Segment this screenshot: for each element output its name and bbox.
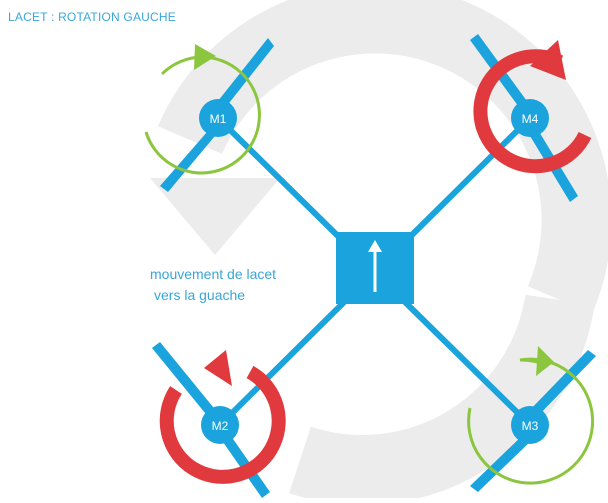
caption-line-2: vers la guache xyxy=(154,287,246,303)
caption-line-1: mouvement de lacet xyxy=(150,266,277,282)
diagram-title: LACET : ROTATION GAUCHE xyxy=(8,10,176,24)
rotation-arrow-m3 xyxy=(467,357,595,485)
up-arrow-icon xyxy=(368,240,382,292)
motor-m1: M1 xyxy=(144,38,274,192)
movement-caption: mouvement de lacet vers la guache xyxy=(150,264,340,306)
rotation-arrow-m4 xyxy=(473,49,592,174)
rotation-arrow-m2 xyxy=(159,365,286,484)
motor-label-m3: M3 xyxy=(522,419,539,433)
center-body xyxy=(336,232,414,304)
motor-m3: M3 xyxy=(467,346,596,492)
motor-label-m1: M1 xyxy=(210,112,227,126)
motor-m2: M2 xyxy=(152,342,286,498)
motor-label-m2: M2 xyxy=(212,419,229,433)
motor-m4: M4 xyxy=(470,34,592,202)
rotation-arrow-m1 xyxy=(144,55,261,175)
propeller-m3 xyxy=(470,350,596,492)
motor-label-m4: M4 xyxy=(522,112,539,126)
